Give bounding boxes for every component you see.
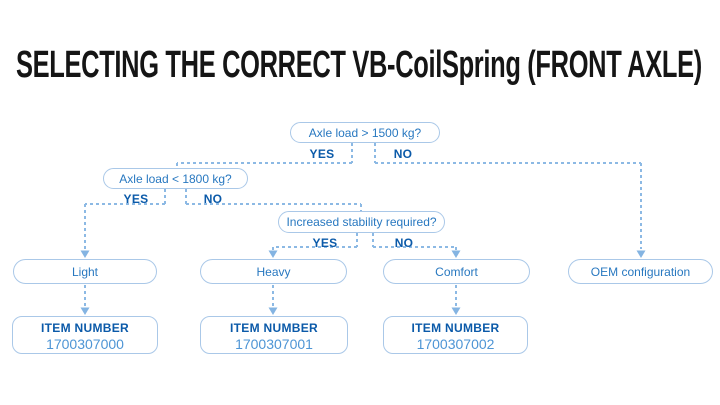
item-number-value: 1700307002 xyxy=(416,335,495,352)
decision-question: Axle load < 1800 kg? xyxy=(119,171,232,186)
item-number-box-heavy: ITEM NUMBER 1700307001 xyxy=(200,316,348,354)
decision-question: Axle load > 1500 kg? xyxy=(308,125,422,140)
item-number-value: 1700307000 xyxy=(46,335,124,352)
result-label: Heavy xyxy=(256,264,291,279)
decision2-no-label: NO xyxy=(203,192,223,206)
arrowheads xyxy=(80,250,646,315)
decision1-no-label: NO xyxy=(393,147,413,161)
dashed-connector-lines xyxy=(84,143,642,307)
arrow-into-oem xyxy=(636,250,646,258)
decision3-yes-label: YES xyxy=(312,236,338,250)
result-comfort: Comfort xyxy=(383,259,530,284)
decision-question: Increased stability required? xyxy=(286,215,437,229)
arrow-into-comfort xyxy=(451,250,461,258)
result-heavy: Heavy xyxy=(200,259,347,284)
arrow-into-light xyxy=(80,250,90,258)
item-number-box-light: ITEM NUMBER 1700307000 xyxy=(12,316,158,354)
decision2-yes-label: YES xyxy=(123,192,149,206)
result-label: OEM configuration xyxy=(590,264,691,279)
decision-increased-stability: Increased stability required? xyxy=(278,211,445,233)
arrow-into-item2 xyxy=(268,307,278,315)
result-label: Comfort xyxy=(435,264,478,279)
item-number-heading: ITEM NUMBER xyxy=(41,320,129,335)
item-number-heading: ITEM NUMBER xyxy=(230,320,318,335)
item-number-box-comfort: ITEM NUMBER 1700307002 xyxy=(383,316,528,354)
result-oem-configuration: OEM configuration xyxy=(568,259,713,284)
arrow-into-item3 xyxy=(451,307,461,315)
arrow-into-item1 xyxy=(80,307,90,315)
decision3-no-label: NO xyxy=(394,236,414,250)
decision1-yes-label: YES xyxy=(309,147,335,161)
decision-axle-load-1800: Axle load < 1800 kg? xyxy=(103,168,248,189)
page-title: SELECTING THE CORRECT VB-CoilSpring (FRO… xyxy=(16,44,702,86)
item-number-heading: ITEM NUMBER xyxy=(411,320,500,335)
result-label: Light xyxy=(71,264,99,279)
arrow-into-heavy xyxy=(268,250,278,258)
decision-axle-load-1500: Axle load > 1500 kg? xyxy=(290,122,440,143)
item-number-value: 1700307001 xyxy=(235,335,313,352)
result-light: Light xyxy=(13,259,157,284)
